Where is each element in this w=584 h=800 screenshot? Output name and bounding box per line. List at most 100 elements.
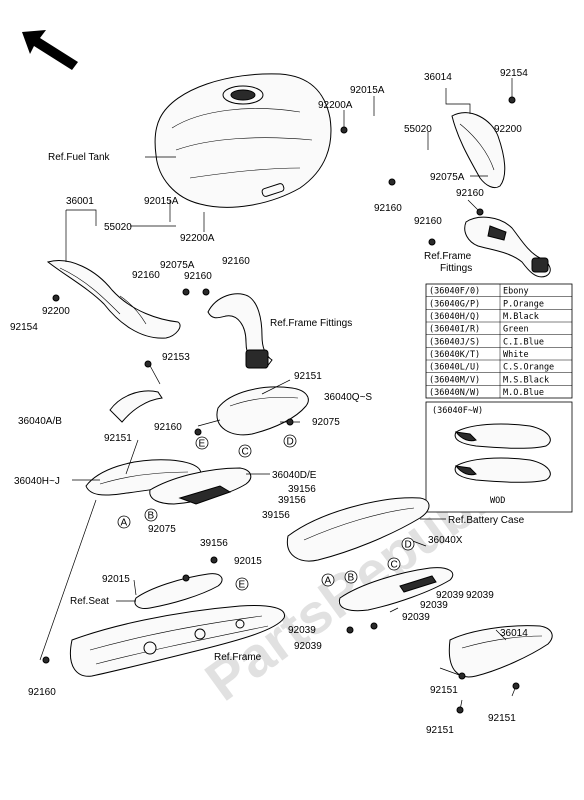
callout-B1: B — [148, 511, 155, 522]
inset-caption: WOD — [490, 496, 505, 506]
color-table-color: M.S.Black — [503, 375, 549, 385]
hardware-dots — [42, 96, 520, 714]
part-92153: 92153 — [162, 352, 190, 363]
ref-battery-case-label: Ref.Battery Case — [448, 515, 525, 526]
inset-title: (36040F~W) — [432, 406, 483, 416]
color-table-color: Green — [503, 325, 529, 335]
part-92160-bottom: 92160 — [28, 687, 56, 698]
part-36040QS: 36040Q~S — [324, 392, 372, 403]
fuel-tank — [154, 73, 332, 208]
color-table-color: C.S.Orange — [503, 363, 554, 373]
color-table-code: (36040G/P) — [429, 299, 480, 309]
part-92151-b3: 92151 — [426, 725, 454, 736]
part-92039-a: 92039 — [436, 590, 464, 601]
callout-D1: D — [287, 437, 294, 448]
color-table-code: (36040K/T) — [429, 350, 480, 360]
part-92075A-left: 92075A — [160, 260, 195, 271]
color-table-color: M.Black — [503, 312, 539, 322]
part-36040X: 36040X — [428, 535, 463, 546]
part-39156-b: 39156 — [278, 495, 306, 506]
color-table: (36040F/0) Ebony (36040G/P) P.Orange (36040H… — [425, 283, 573, 399]
color-table-code: (36040H/Q) — [429, 312, 480, 322]
ref-frame-fittings-right-line1: Ref.Frame — [424, 251, 472, 262]
callout-E2: E — [239, 580, 246, 591]
part-36040HJ: 36040H~J — [14, 476, 60, 487]
frame-fittings-mid — [207, 293, 273, 369]
inset-box: (36040F~W) WOD — [425, 401, 573, 513]
part-39156-c: 39156 — [262, 510, 290, 521]
part-92160-right3: 92160 — [414, 216, 442, 227]
part-92160-left3: 92160 — [222, 256, 250, 267]
ref-fuel-tank-label: Ref.Fuel Tank — [48, 152, 111, 163]
color-table-code: (36040J/S) — [429, 337, 480, 347]
part-36014-bottom: 36014 — [500, 628, 528, 639]
color-table-color: P.Orange — [503, 299, 544, 309]
color-table-color: Ebony — [503, 287, 529, 297]
part-92015A-left: 92015A — [144, 196, 179, 207]
part-36001: 36001 — [66, 196, 94, 207]
tail-lower-piece — [338, 567, 454, 612]
part-92075A-right: 92075A — [430, 172, 465, 183]
part-92039-e: 92039 — [288, 625, 316, 636]
color-table-rows: (36040F/0) Ebony (36040G/P) P.Orange (36040H… — [426, 284, 572, 398]
side-cover-de — [149, 467, 252, 505]
part-92039-c: 92039 — [420, 600, 448, 611]
part-92039-d: 92039 — [402, 612, 430, 623]
ref-frame-fittings-mid-label: Ref.Frame Fittings — [270, 318, 352, 329]
part-92200A-top: 92200A — [318, 100, 353, 111]
callout-C2: C — [391, 560, 398, 571]
color-table-code: (36040N/W) — [429, 388, 480, 398]
part-92154-left: 92154 — [10, 322, 38, 333]
seat-bracket — [134, 573, 223, 609]
part-92151-top: 92151 — [294, 371, 322, 382]
side-cover-left — [46, 260, 181, 339]
part-92160-right: 92160 — [456, 188, 484, 199]
part-92151-left: 92151 — [104, 433, 132, 444]
part-92039-b: 92039 — [466, 590, 494, 601]
part-39156-a: 39156 — [288, 484, 316, 495]
part-36014-top: 36014 — [424, 72, 452, 83]
part-92075-mid: 92075 — [312, 417, 340, 428]
color-table-color: M.O.Blue — [503, 388, 544, 398]
part-92200-top: 92200 — [494, 124, 522, 135]
seat-cowl — [216, 386, 309, 436]
frame-fittings-right — [464, 216, 551, 278]
callout-A2: A — [325, 576, 332, 587]
callout-B2: B — [348, 573, 355, 584]
color-table-code: (36040F/0) — [429, 287, 480, 297]
part-labels: 36001 55020 92015A 92200A 92075A 92160 9… — [10, 68, 528, 736]
callout-A1: A — [121, 518, 128, 529]
color-table-color: White — [503, 350, 529, 360]
tail-undertray — [286, 497, 430, 562]
part-92160-right2: 92160 — [374, 203, 402, 214]
part-92154-top: 92154 — [500, 68, 528, 79]
part-92151-b1: 92151 — [430, 685, 458, 696]
tail-piece-ab — [109, 390, 163, 423]
part-92160-mid: 92160 — [154, 422, 182, 433]
color-table-color: C.I.Blue — [503, 337, 544, 347]
front-arrow-icon — [22, 30, 78, 70]
callout-D2: D — [405, 540, 412, 551]
ref-frame-fittings-right-line2: Fittings — [440, 263, 472, 274]
part-92015A-top: 92015A — [350, 85, 385, 96]
ref-frame-fittings-right-label: Ref.Frame Fittings — [424, 251, 474, 274]
part-92015-b: 92015 — [102, 574, 130, 585]
part-55020-top: 55020 — [404, 124, 432, 135]
part-92200A-left: 92200A — [180, 233, 215, 244]
part-92075-low: 92075 — [148, 524, 176, 535]
part-92200-left: 92200 — [42, 306, 70, 317]
part-92160-left: 92160 — [132, 270, 160, 281]
part-39156-d: 39156 — [200, 538, 228, 549]
part-55020-left: 55020 — [104, 222, 132, 233]
color-table-code: (36040M/V) — [429, 375, 480, 385]
callout-E1: E — [199, 439, 206, 450]
part-92039-f: 92039 — [294, 641, 322, 652]
ref-seat-label: Ref.Seat — [70, 596, 109, 607]
ref-frame-label: Ref.Frame — [214, 652, 262, 663]
color-table-code: (36040I/R) — [429, 325, 480, 335]
part-36040DE: 36040D/E — [272, 470, 317, 481]
part-92151-b2: 92151 — [488, 713, 516, 724]
callout-C1: C — [242, 447, 249, 458]
part-92015-a: 92015 — [234, 556, 262, 567]
